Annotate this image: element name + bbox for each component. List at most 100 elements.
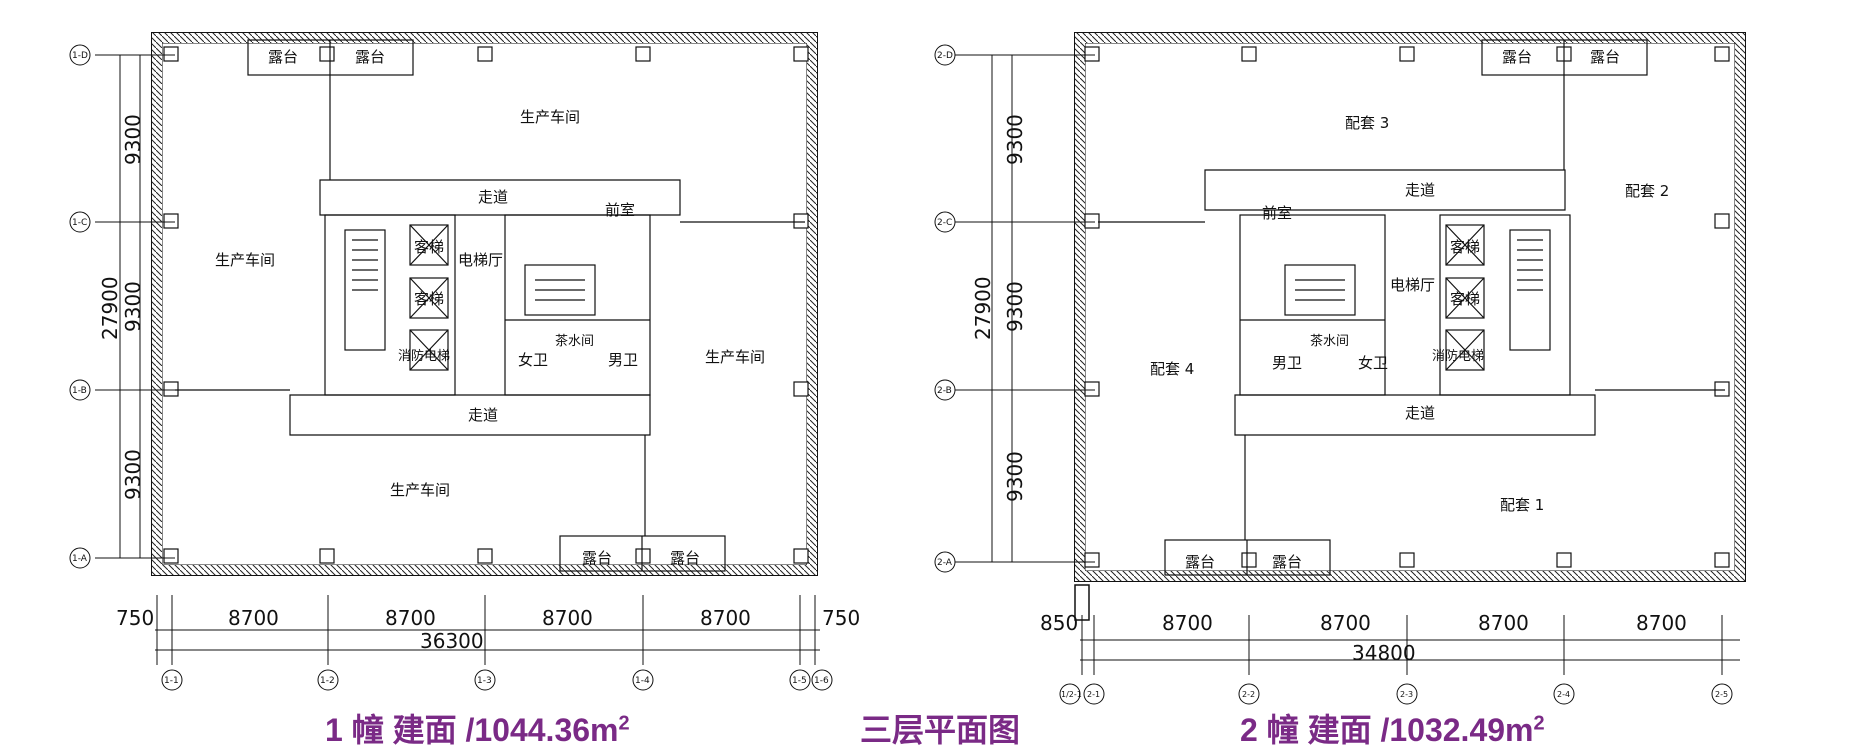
room-elevator-2: 客梯 bbox=[414, 290, 444, 308]
exterior-wall bbox=[1074, 32, 1746, 582]
dim-left-1: 9300 bbox=[1003, 114, 1027, 165]
room-men-wc: 男卫 bbox=[608, 351, 638, 369]
dim-bottom-4: 8700 bbox=[1478, 611, 1529, 635]
area-unit-superscript: 2 bbox=[618, 712, 630, 735]
dim-bottom-total: 36300 bbox=[420, 629, 484, 653]
room-lobby: 电梯厅 bbox=[458, 251, 503, 269]
dim-left-total: 27900 bbox=[971, 276, 995, 340]
room-support-3: 配套 3 bbox=[1345, 114, 1389, 132]
svg-text:2-1: 2-1 bbox=[1087, 690, 1100, 699]
room-men-wc: 男卫 bbox=[1272, 354, 1302, 372]
room-corridor-top: 走道 bbox=[478, 188, 508, 206]
axis-bubbles-left: 1-D 1-C 1-B 1-A bbox=[69, 44, 91, 569]
room-balcony-top-1: 露台 bbox=[1502, 48, 1532, 66]
axis-bubbles-bottom: 1-1 1-2 1-3 1-4 1-5 1-6 bbox=[161, 669, 833, 691]
room-balcony-bottom-1: 露台 bbox=[582, 549, 612, 567]
room-fire-elevator: 消防电梯 bbox=[398, 348, 450, 364]
dim-bottom-1: 850 bbox=[1040, 611, 1078, 635]
svg-text:1-D: 1-D bbox=[72, 51, 88, 61]
dim-bottom-4: 8700 bbox=[542, 606, 593, 630]
area-unit-superscript: 2 bbox=[1533, 712, 1545, 735]
dim-bottom-5: 8700 bbox=[700, 606, 751, 630]
balconies bbox=[247, 39, 726, 572]
dim-bottom-5: 8700 bbox=[1636, 611, 1687, 635]
svg-text:1-4: 1-4 bbox=[635, 676, 650, 686]
room-corridor-top: 走道 bbox=[1405, 181, 1435, 199]
dim-bottom-total: 34800 bbox=[1352, 641, 1416, 665]
building-2-caption: 2 幢 建面 /1032.49m2 bbox=[1240, 705, 1545, 751]
exterior-wall bbox=[151, 32, 818, 576]
room-balcony-top-2: 露台 bbox=[355, 48, 385, 66]
room-balcony-bottom-2: 露台 bbox=[670, 549, 700, 567]
room-women-wc: 女卫 bbox=[1358, 354, 1388, 372]
svg-text:2-C: 2-C bbox=[937, 218, 952, 228]
room-corridor-bottom: 走道 bbox=[468, 406, 498, 424]
axis-bubbles-left: 2-D 2-C 2-B 2-A bbox=[934, 44, 956, 573]
dim-bottom-3: 8700 bbox=[1320, 611, 1371, 635]
balconies bbox=[1164, 39, 1648, 576]
room-tea-room: 茶水间 bbox=[1310, 333, 1349, 349]
room-workshop-bottom: 生产车间 bbox=[390, 481, 450, 499]
room-support-1: 配套 1 bbox=[1500, 496, 1544, 514]
svg-text:2-A: 2-A bbox=[937, 558, 953, 568]
svg-text:1/2-1: 1/2-1 bbox=[1061, 690, 1082, 699]
dim-left-2: 9300 bbox=[1003, 281, 1027, 332]
svg-text:1-B: 1-B bbox=[72, 386, 87, 396]
room-workshop-left: 生产车间 bbox=[215, 251, 275, 269]
room-tea-room: 茶水间 bbox=[555, 333, 594, 349]
dim-left-total: 27900 bbox=[98, 276, 122, 340]
room-balcony-bottom-2: 露台 bbox=[1272, 553, 1302, 571]
svg-text:1-C: 1-C bbox=[72, 218, 87, 228]
dim-bottom-1: 750 bbox=[116, 606, 154, 630]
room-balcony-top-1: 露台 bbox=[268, 48, 298, 66]
columns bbox=[163, 46, 809, 564]
svg-text:2-4: 2-4 bbox=[1557, 690, 1570, 699]
core bbox=[324, 214, 651, 396]
building-1-plan: 露台 露台 露台 露台 生产车间 生产车间 生产车间 生产车间 走道 走道 电梯… bbox=[69, 32, 860, 691]
corridors bbox=[175, 75, 805, 536]
room-workshop-right: 生产车间 bbox=[705, 348, 765, 366]
svg-text:2-B: 2-B bbox=[937, 386, 952, 396]
dimension-left bbox=[940, 54, 1095, 563]
svg-text:2-3: 2-3 bbox=[1400, 690, 1413, 699]
corridors bbox=[1098, 75, 1725, 540]
room-antechamber: 前室 bbox=[1262, 204, 1292, 222]
dim-bottom-2: 8700 bbox=[1162, 611, 1213, 635]
building-1-caption: 1 幢 建面 /1044.36m2 bbox=[325, 705, 630, 751]
svg-text:1-1: 1-1 bbox=[164, 676, 179, 686]
svg-text:2-D: 2-D bbox=[937, 51, 953, 61]
dimension-left bbox=[95, 54, 175, 559]
exterior-wall-inner bbox=[1084, 42, 1736, 572]
core bbox=[1239, 214, 1571, 396]
room-lobby: 电梯厅 bbox=[1390, 276, 1435, 294]
room-balcony-top-2: 露台 bbox=[1590, 48, 1620, 66]
room-corridor-bottom: 走道 bbox=[1405, 404, 1435, 422]
svg-text:1-6: 1-6 bbox=[814, 676, 829, 686]
room-elevator-2: 客梯 bbox=[1450, 290, 1480, 308]
building-2-plan: 露台 露台 露台 露台 配套 3 配套 2 配套 4 配套 1 走道 走道 电梯… bbox=[934, 32, 1746, 705]
dim-bottom-3: 8700 bbox=[385, 606, 436, 630]
room-elevator-1: 客梯 bbox=[1450, 238, 1480, 256]
svg-text:2-5: 2-5 bbox=[1715, 690, 1728, 699]
room-support-2: 配套 2 bbox=[1625, 182, 1669, 200]
exterior-wall-inner bbox=[161, 42, 808, 566]
svg-text:1-3: 1-3 bbox=[477, 676, 492, 686]
room-elevator-1: 客梯 bbox=[414, 238, 444, 256]
room-antechamber: 前室 bbox=[605, 201, 635, 219]
room-fire-elevator: 消防电梯 bbox=[1432, 348, 1484, 364]
svg-text:1-5: 1-5 bbox=[792, 676, 807, 686]
drawing-title: 三层平面图 bbox=[860, 712, 1021, 748]
dim-bottom-2: 8700 bbox=[228, 606, 279, 630]
building-2-area: 2 幢 建面 /1032.49m bbox=[1240, 712, 1534, 748]
room-balcony-bottom-1: 露台 bbox=[1185, 553, 1215, 571]
columns bbox=[1084, 46, 1730, 568]
room-support-4: 配套 4 bbox=[1150, 360, 1194, 378]
dimension-bottom bbox=[155, 595, 820, 665]
svg-text:1-A: 1-A bbox=[72, 554, 88, 564]
building-1-area: 1 幢 建面 /1044.36m bbox=[325, 712, 619, 748]
dim-left-2: 9300 bbox=[121, 281, 145, 332]
dim-left-3: 9300 bbox=[1003, 451, 1027, 502]
dim-left-3: 9300 bbox=[121, 449, 145, 500]
room-workshop-top: 生产车间 bbox=[520, 108, 580, 126]
